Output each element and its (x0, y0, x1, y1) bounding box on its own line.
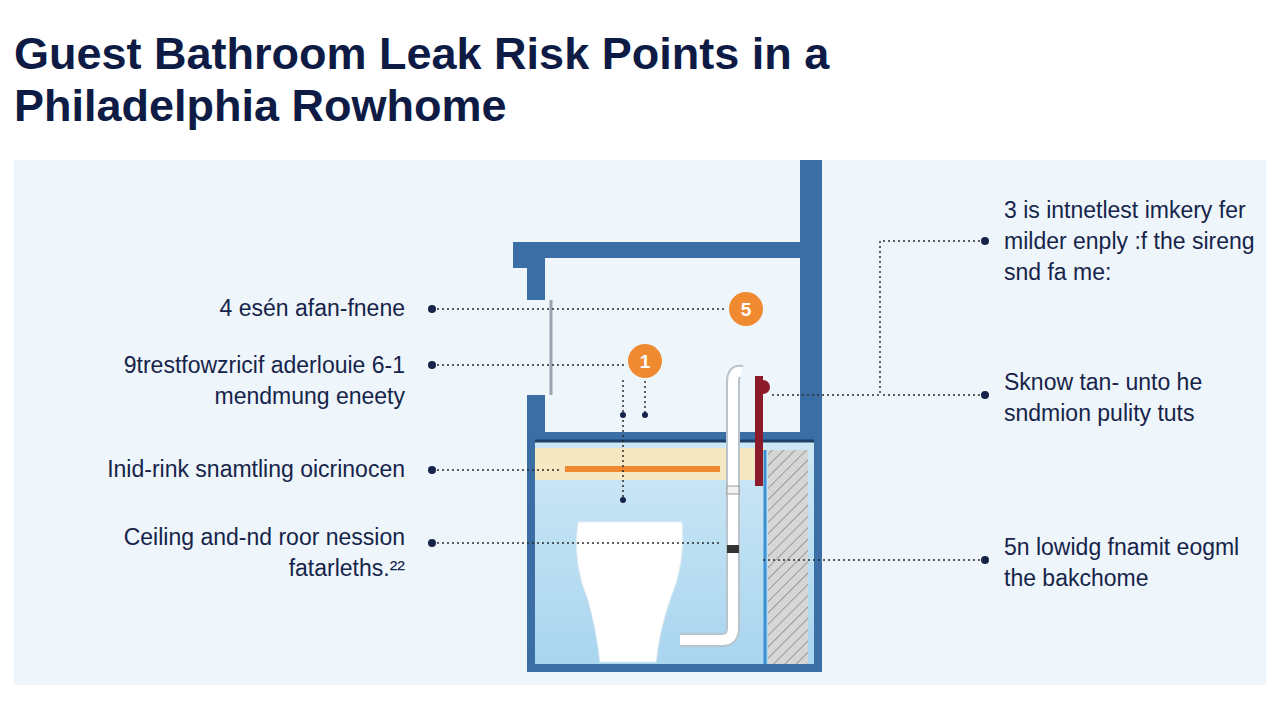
ceiling-slab (513, 242, 822, 258)
callout-number-text: 1 (640, 352, 651, 371)
callout-label: 4 esén afan-fnene (20, 293, 405, 324)
floor-line (535, 440, 814, 443)
wall-membrane (764, 450, 767, 664)
leader-lines (432, 241, 985, 560)
leader-dots (428, 237, 989, 564)
supply-pipe (680, 372, 742, 640)
pipe-fitting (727, 486, 739, 494)
panel (14, 160, 1266, 685)
callout-number-text: 5 (741, 300, 752, 319)
upper-wall (527, 258, 545, 300)
bathroom-room (531, 436, 818, 668)
title: Guest Bathroom Leak Risk Points in a Phi… (14, 28, 914, 132)
callout-number: 1 (628, 344, 662, 378)
callout-number: 5 (729, 292, 763, 326)
callout-label: Sknow tan- unto he sndmion pulity tuts (1004, 367, 1266, 429)
callout-label: Ceiling and-nd roor nession fatarleths.²… (20, 522, 405, 584)
joist-bar (565, 466, 720, 472)
slab-edge (513, 258, 527, 268)
lower-wall (527, 395, 545, 435)
wall-line (550, 300, 553, 395)
callout-label: 9trestfowzricif aderlouie 6-1 mendmung e… (20, 350, 405, 412)
valve (756, 380, 770, 394)
callout-label: 5n lowidg fnamit eogml the bakchome (1004, 532, 1266, 594)
callout-label: 3 is intnetlest imkery fer milder enply … (1004, 195, 1266, 288)
callout-label: Inid-rink snamtling oicrinocen (20, 454, 405, 485)
pipe-joint (727, 545, 739, 553)
pipe-outline (680, 372, 742, 640)
masonry-wall (768, 450, 808, 664)
